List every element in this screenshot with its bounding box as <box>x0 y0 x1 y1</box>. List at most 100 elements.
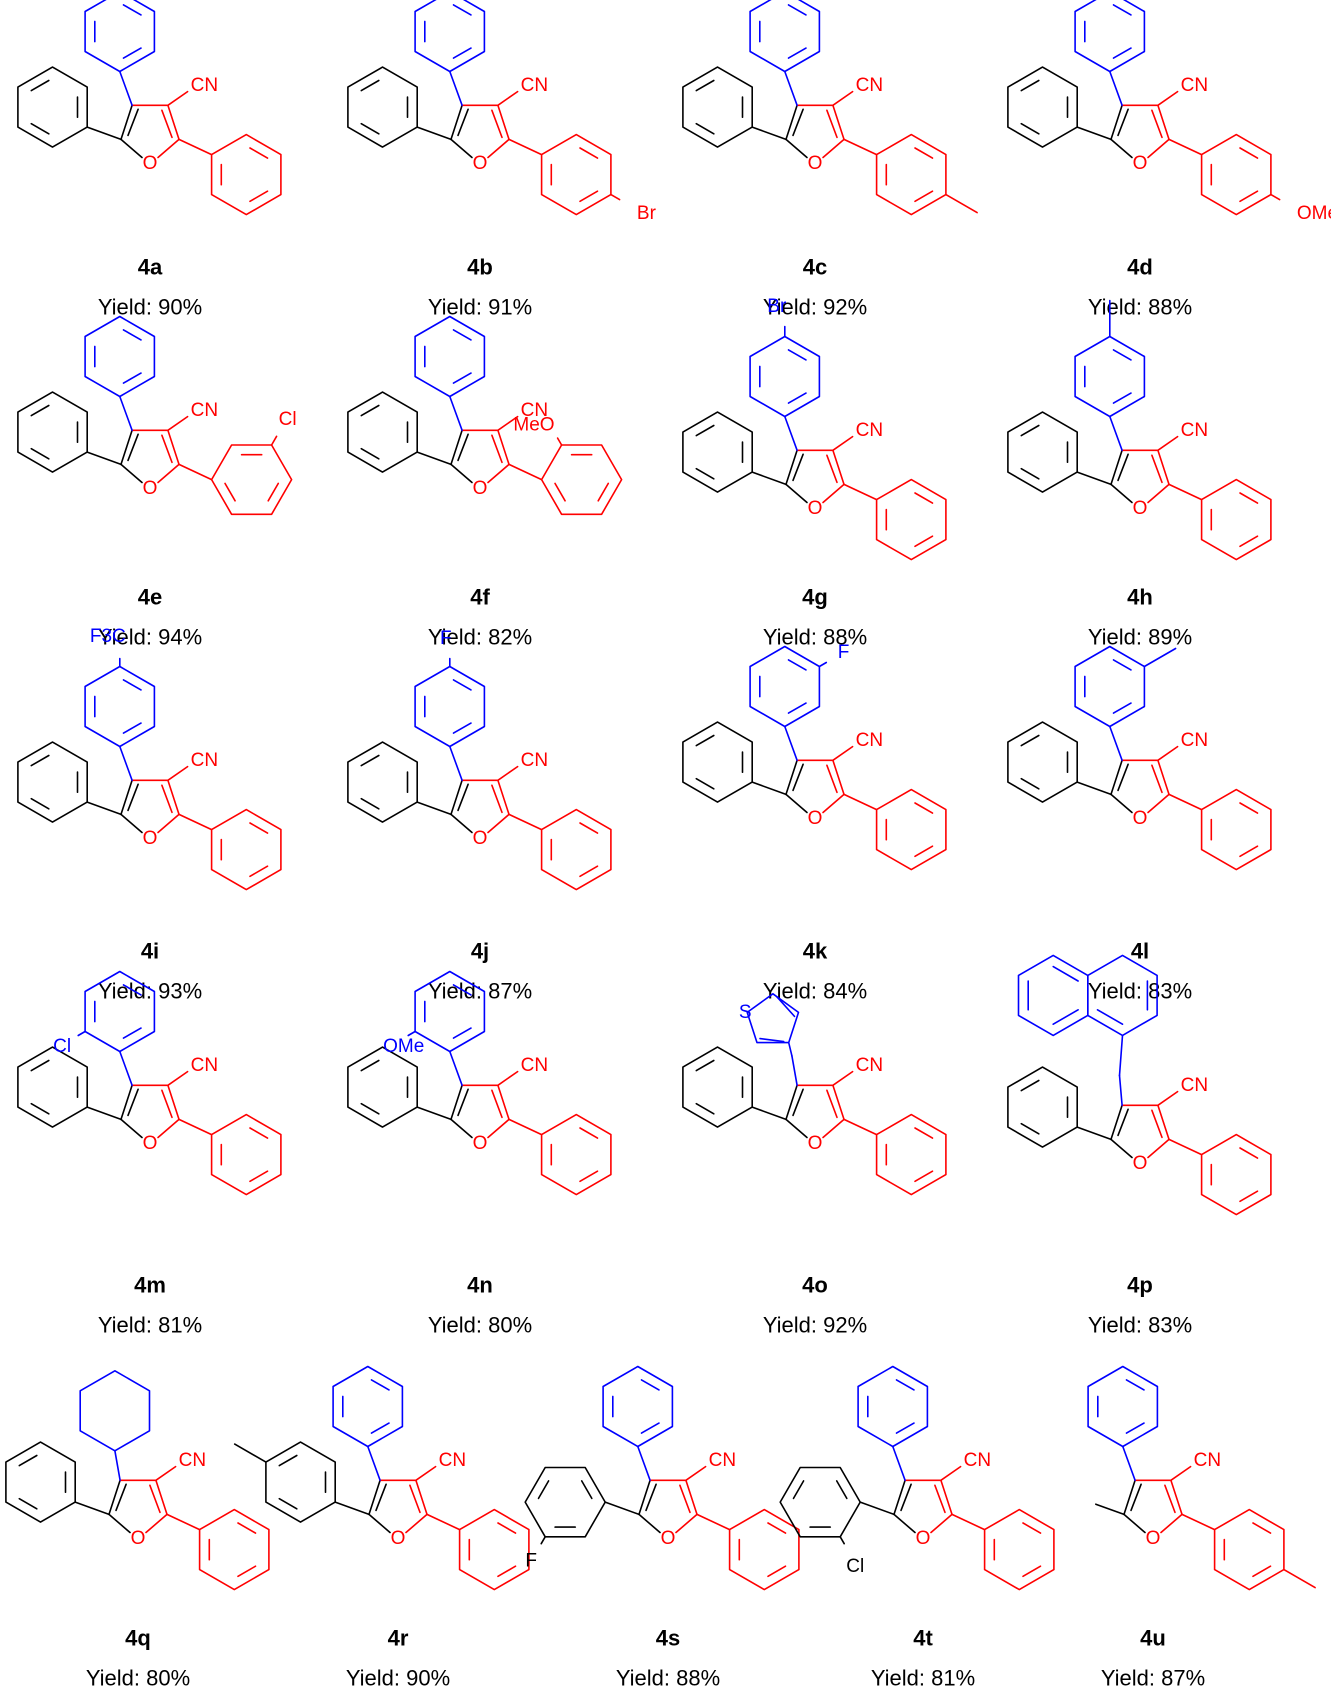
furan-bond <box>685 1479 698 1516</box>
furan-bond <box>1157 759 1170 796</box>
cyano-bond <box>1157 745 1179 762</box>
aromatic-double-bond <box>1096 1008 1124 1025</box>
furan-bond <box>487 813 510 834</box>
furan-oxygen-label: O <box>473 1133 488 1154</box>
aromatic-double-bond <box>914 147 934 159</box>
cyano-label: CN <box>1181 420 1208 441</box>
furan-double-bond <box>1117 763 1129 792</box>
furan-oxygen-label: O <box>143 478 158 499</box>
fluoro-label: F <box>440 628 452 649</box>
cyano-bond <box>685 1465 707 1482</box>
furan-bond <box>822 483 845 504</box>
compound-label: 4i <box>141 939 159 964</box>
aromatic-double-bond <box>30 754 50 767</box>
benzene-ring <box>17 1046 88 1128</box>
furan-bond <box>145 1513 168 1534</box>
cyano-bond <box>497 415 519 432</box>
furan-double-bond <box>1130 1483 1142 1512</box>
aromatic-double-bond <box>122 984 142 996</box>
aromatic-double-bond <box>249 190 269 203</box>
aryl-bond <box>783 70 798 107</box>
aryl-bond <box>366 1445 381 1482</box>
aromatic-double-bond <box>1239 845 1259 858</box>
furan-double-bond <box>826 1089 838 1119</box>
furan-bond <box>450 138 473 159</box>
cyano-label: CN <box>521 75 548 96</box>
furan-double-bond <box>149 1484 161 1514</box>
aryl-bond <box>178 813 213 831</box>
furan-double-bond <box>457 1088 469 1117</box>
furan-bond <box>450 429 463 466</box>
furan-bond <box>120 813 143 834</box>
aryl-bond <box>416 801 452 816</box>
aromatic-double-bond <box>579 1127 599 1139</box>
cyano-label: CN <box>191 1055 218 1076</box>
furan-double-bond <box>1151 109 1163 139</box>
aromatic-double-bond <box>1020 1079 1040 1092</box>
compound-label: 4p <box>1127 1273 1153 1298</box>
substituent-bond <box>818 661 828 668</box>
furan-bond <box>785 138 808 159</box>
furan-bond <box>497 1084 510 1121</box>
benzene-ring <box>210 808 282 891</box>
furan-bond <box>1110 483 1133 504</box>
yield-text: Yield: 87% <box>428 979 532 1004</box>
furan-bond <box>167 104 180 141</box>
cyano-bond <box>497 90 519 107</box>
cyano-bond <box>167 415 189 432</box>
benzene-ring <box>983 1508 1055 1591</box>
yield-text: Yield: 93% <box>98 979 202 1004</box>
aromatic-double-bond <box>1252 1565 1272 1578</box>
furan-double-bond <box>161 434 173 464</box>
furan-bond <box>497 779 510 816</box>
aryl-bond <box>178 138 213 156</box>
benzene-ring <box>414 0 486 73</box>
benzene-ring <box>1007 411 1078 493</box>
furan-double-bond <box>1164 1484 1176 1514</box>
bromo-label: Br <box>637 203 657 224</box>
cyano-bond <box>167 765 189 782</box>
aryl-bond <box>508 813 543 831</box>
aromatic-double-bond <box>497 1522 517 1534</box>
compound-label: 4r <box>388 1626 409 1651</box>
compound-label: 4n <box>467 1273 493 1298</box>
compound-label: 4g <box>802 585 828 610</box>
aryl-bond <box>426 1513 461 1531</box>
compound-label: 4o <box>802 1273 828 1298</box>
furan-bond <box>155 1479 168 1516</box>
benzene-ring <box>524 1466 607 1538</box>
aromatic-double-bond <box>1239 492 1259 504</box>
furan-bond <box>157 463 180 484</box>
furan-bond <box>497 429 510 466</box>
aryl-bond <box>416 451 452 466</box>
furan-oxygen-label: O <box>808 808 823 829</box>
compound-label: 4l <box>1131 939 1149 964</box>
furan-oxygen-label: O <box>1133 1153 1148 1174</box>
aromatic-double-bond <box>1020 1122 1040 1135</box>
furan-double-bond <box>115 1483 127 1512</box>
aryl-bond <box>1076 781 1112 796</box>
aryl-bond <box>1076 1126 1112 1141</box>
aromatic-double-bond <box>1020 777 1040 790</box>
cyano-bond <box>832 1070 854 1087</box>
furan-bond <box>1147 138 1170 159</box>
aromatic-double-bond <box>835 1480 848 1500</box>
yield-text: Yield: 83% <box>1088 979 1192 1004</box>
furan-bond <box>893 1479 906 1516</box>
aryl-bond <box>1109 415 1123 452</box>
cyano-bond <box>497 1070 519 1087</box>
benzene-ring <box>414 315 486 398</box>
aromatic-double-bond <box>914 535 934 548</box>
benzene-ring <box>332 1365 404 1448</box>
benzene-ring <box>728 1508 800 1591</box>
cyano-bond <box>1157 435 1179 452</box>
aromatic-double-bond <box>360 122 380 135</box>
aryl-bond <box>843 1118 878 1136</box>
methyl-bond <box>1095 1503 1125 1516</box>
benzene-ring <box>749 645 821 728</box>
furan-double-bond <box>161 1089 173 1119</box>
cyclohexane-ring <box>79 1370 151 1452</box>
aromatic-double-bond <box>360 1059 380 1072</box>
